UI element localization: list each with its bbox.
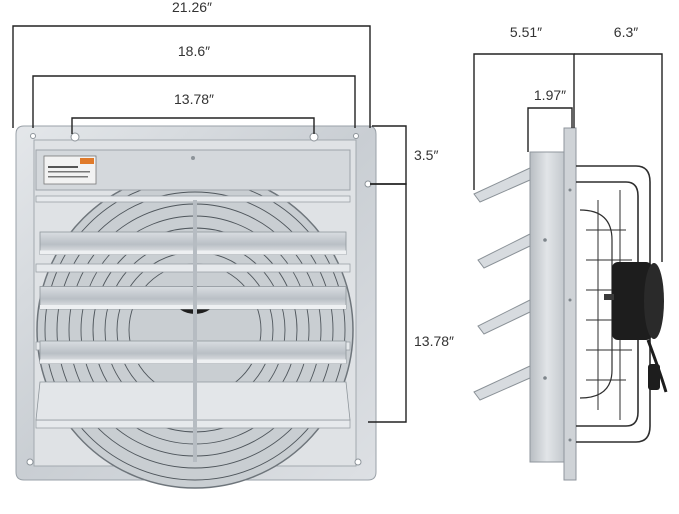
- center-divider: [193, 200, 197, 462]
- side-flange: [563, 127, 577, 481]
- warning-label-icon: [43, 155, 97, 185]
- open-shutter-blade-icon: [473, 365, 531, 401]
- open-shutter-blade-icon: [473, 167, 531, 203]
- side-rivets: [543, 188, 572, 442]
- motor-icon: [604, 262, 668, 393]
- rivet: [191, 156, 195, 160]
- dim-line-total-depth: [473, 53, 575, 190]
- open-shutter-blades: [473, 167, 531, 401]
- dim-line-shutter-depth: [527, 107, 573, 152]
- label-hole-spacing: 13.78″: [174, 91, 214, 107]
- front-view: [15, 125, 377, 489]
- label-guard-depth: 6.3″: [614, 24, 638, 40]
- label-shutter-depth: 1.97″: [534, 87, 566, 103]
- side-view: [473, 127, 668, 481]
- label-flange-width: 18.6″: [178, 43, 210, 59]
- open-shutter-blade-icon: [477, 233, 531, 269]
- label-vertical-spacing: 13.78″: [414, 333, 454, 349]
- dim-line-flange-width: [32, 75, 356, 128]
- dim-line-overall-width: [12, 25, 371, 128]
- dim-line-vertical-spacing: [368, 183, 407, 423]
- label-total-depth: 5.51″: [510, 24, 542, 40]
- side-shutter-housing: [529, 151, 565, 463]
- dim-line-hole-spacing: [71, 117, 315, 134]
- open-shutter-blade-icon: [477, 299, 531, 335]
- front-dimensions: 21.26″ 18.6″ 13.78″ 3.5″ 13.78″: [12, 0, 454, 423]
- label-overall-width: 21.26″: [172, 0, 212, 15]
- side-dimensions: 5.51″ 6.3″ 1.97″: [473, 24, 663, 262]
- label-top-offset: 3.5″: [414, 147, 438, 163]
- dim-line-guard-depth: [574, 53, 663, 262]
